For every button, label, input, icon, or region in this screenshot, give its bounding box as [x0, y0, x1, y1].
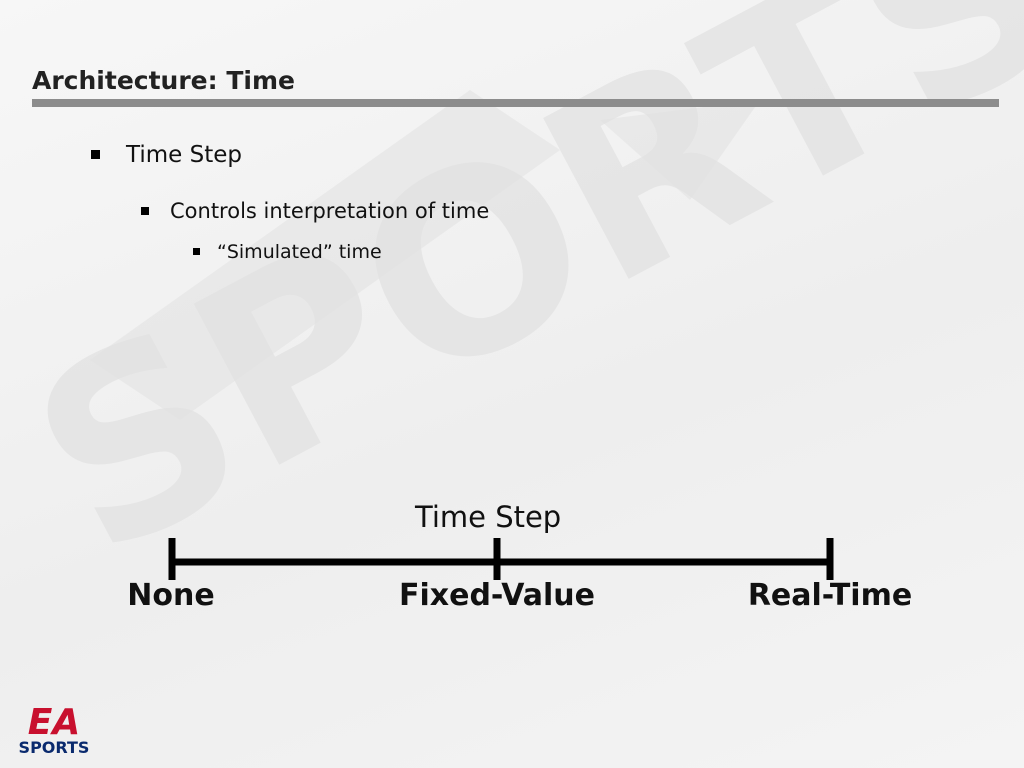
title-rule	[32, 99, 999, 107]
logo-sports: SPORTS	[19, 738, 90, 757]
tick-label-real-time: Real-Time	[747, 578, 913, 613]
tick-label-fixed-value: Fixed-Value	[398, 578, 596, 613]
ea-sports-logo: EA SPORTS	[19, 702, 90, 757]
logo-ea: EA	[28, 702, 80, 743]
bullet-level-1: Time Step	[91, 142, 242, 168]
bullet-text: Time Step	[126, 142, 242, 168]
bullet-square-icon	[193, 248, 200, 255]
bullet-text: “Simulated” time	[217, 241, 382, 263]
bullet-level-3: “Simulated” time	[193, 241, 382, 263]
bullet-square-icon	[141, 207, 149, 215]
slide-title: Architecture: Time	[32, 66, 295, 95]
bullet-text: Controls interpretation of time	[170, 199, 490, 223]
bullet-level-2: Controls interpretation of time	[141, 199, 490, 223]
bullet-square-icon	[91, 150, 100, 159]
diagram-title: Time Step	[415, 500, 562, 534]
tick-label-none: None	[127, 578, 215, 613]
